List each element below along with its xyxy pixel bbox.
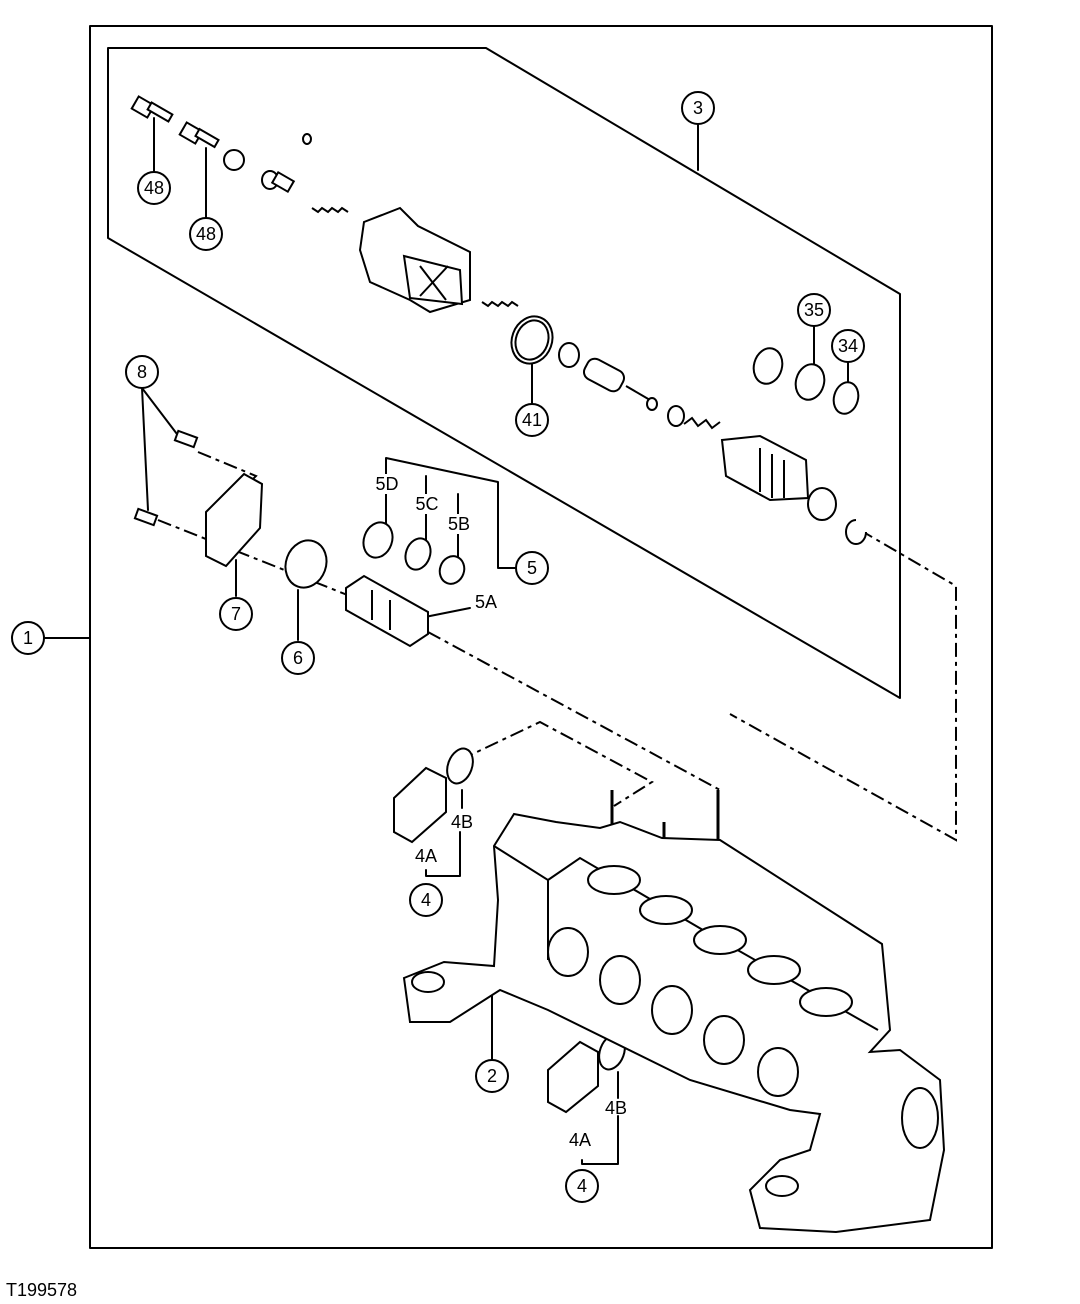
cartridge-part — [720, 434, 810, 502]
callout-48b: 48 — [196, 224, 216, 244]
ring-35-part — [794, 363, 826, 401]
label-4b-bottom: 4B — [605, 1098, 627, 1118]
plug-4a-top-part — [393, 766, 447, 844]
callout-41: 41 — [522, 410, 542, 430]
o-ring-5c-part — [404, 537, 432, 571]
callout-4-bottom: 4 — [577, 1176, 587, 1196]
callout-6-circle — [281, 641, 315, 675]
label-4a-bottom: 4A — [569, 1130, 591, 1150]
callout-5-circle — [515, 551, 549, 585]
callout-4-bottom-circle — [565, 1169, 599, 1203]
figure-id: T199578 — [6, 1280, 78, 1300]
spring-medium-part — [481, 300, 519, 308]
callout-6: 6 — [293, 648, 303, 668]
callout-1: 1 — [23, 628, 33, 648]
valve-body-2-part — [402, 812, 946, 1234]
assembly-line-plug — [459, 720, 654, 807]
bolt-48a-part — [130, 95, 174, 123]
callout-7: 7 — [231, 604, 241, 624]
assembly-line-snapring — [729, 529, 957, 842]
callout-2-circle — [475, 1059, 509, 1093]
label-5d-bg — [372, 474, 402, 494]
o-ring-small-part — [667, 405, 685, 427]
label-5c: 5C — [415, 494, 438, 514]
snap-ring-part — [845, 519, 867, 545]
callout-35: 35 — [804, 300, 824, 320]
o-ring-6-part — [284, 539, 328, 589]
label-5a: 5A — [475, 592, 497, 612]
small-seal-part — [302, 133, 312, 145]
callout-48a-circle — [137, 171, 171, 205]
callout-48a: 48 — [144, 178, 164, 198]
washer-part — [558, 342, 580, 368]
callout-3: 3 — [693, 98, 703, 118]
leader-8a — [141, 387, 181, 439]
callout-34-circle — [831, 329, 865, 363]
callout-4-top-circle — [409, 883, 443, 917]
label-5b: 5B — [448, 514, 470, 534]
ring-4b-top-part — [446, 747, 474, 785]
assembly-line-cover-b — [157, 519, 351, 597]
o-ring-5d-part — [362, 521, 394, 559]
plug-4a-bottom-part — [547, 1040, 599, 1114]
o-ring-5b-part — [438, 555, 466, 585]
callout-1-circle — [11, 621, 45, 655]
screw-8a-part — [173, 429, 199, 449]
callout-7-circle — [219, 597, 253, 631]
label-4a-top: 4A — [415, 846, 437, 866]
bolt-48b-part — [178, 121, 220, 149]
nut-part — [223, 149, 245, 171]
cover-7-part — [205, 472, 264, 568]
callout-2: 2 — [487, 1066, 497, 1086]
assembly-3-outline — [107, 47, 901, 699]
callout-48b-circle — [189, 217, 223, 251]
callout-3-circle — [681, 91, 715, 125]
plug-part — [807, 487, 837, 521]
callout-8: 8 — [137, 362, 147, 382]
leader-4-bottom — [581, 1115, 619, 1165]
callout-4-top: 4 — [421, 890, 431, 910]
spool-5a-part — [345, 574, 429, 648]
solenoid-part — [358, 206, 471, 314]
label-5d: 5D — [375, 474, 398, 494]
callout-41-circle — [515, 403, 549, 437]
poppet-part — [582, 357, 658, 411]
leader-4-top — [425, 831, 461, 877]
ring-34-part — [832, 381, 860, 415]
label-4b-top: 4B — [451, 812, 473, 832]
screw-8b-part — [133, 507, 159, 527]
callout-8-circle — [125, 355, 159, 389]
callout-5: 5 — [527, 558, 537, 578]
fitting-part — [261, 170, 296, 194]
leader-8b — [141, 387, 149, 511]
label-5b-bg — [444, 514, 474, 534]
ring-upper-part — [752, 347, 784, 385]
label-5c-bg — [412, 494, 442, 514]
callout-34: 34 — [838, 336, 858, 356]
spring-small-part — [311, 206, 349, 214]
spring-large-part — [683, 416, 721, 430]
callout-35-circle — [797, 293, 831, 327]
assembly-line-cover-a — [197, 451, 258, 485]
